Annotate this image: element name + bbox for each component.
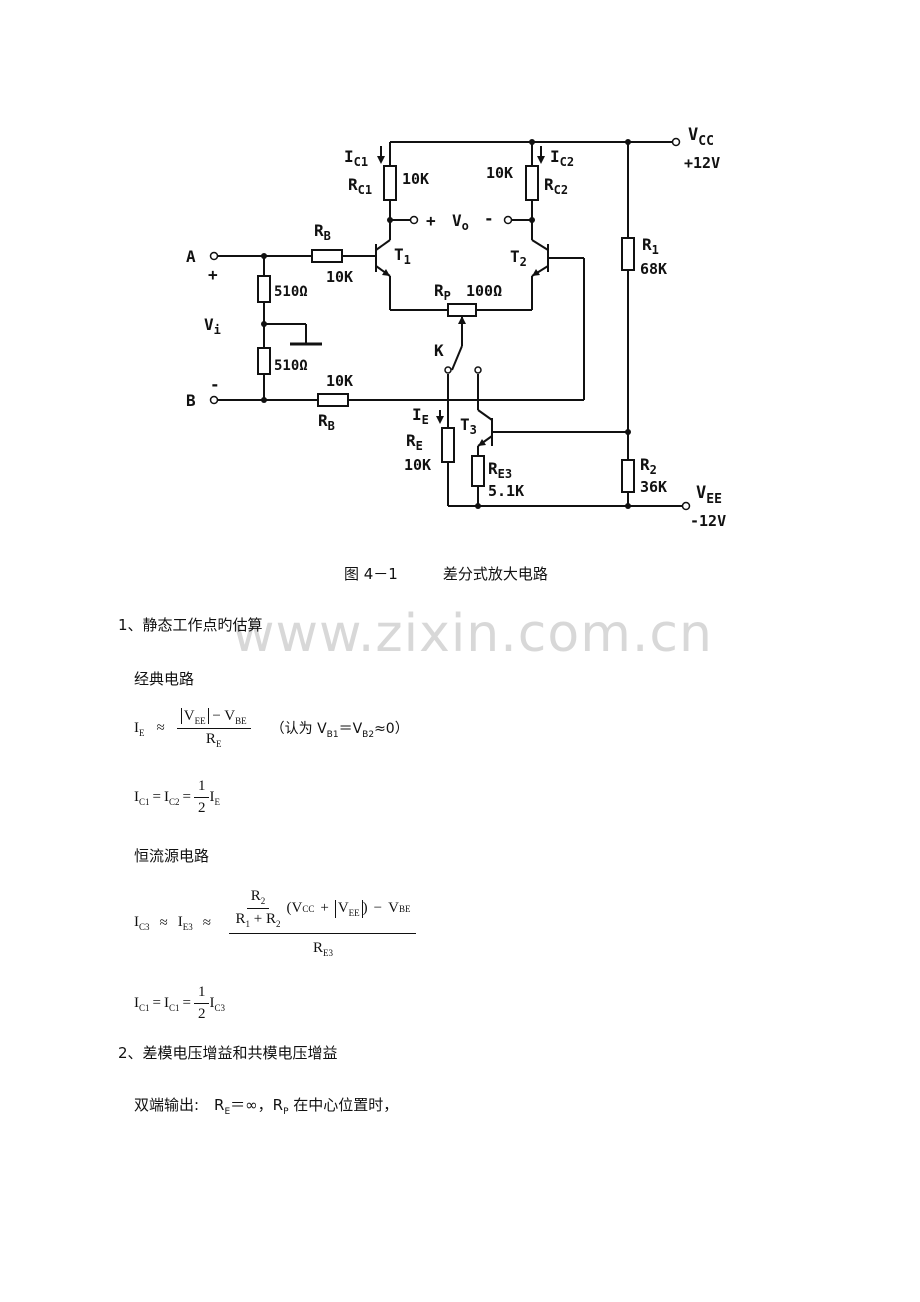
ic2-label: IC2 xyxy=(550,147,574,169)
vee-value: -12V xyxy=(690,512,726,530)
re3-label: RE3 xyxy=(488,459,512,481)
vo-minus: - xyxy=(484,209,494,228)
figure-caption: 图 4－1 差分式放大电路 xyxy=(344,565,548,583)
equation-ie-note: （认为 VB1＝VB2≈0） xyxy=(270,720,409,740)
input-minus: - xyxy=(210,375,220,394)
ic1-label: IC1 xyxy=(344,147,368,169)
vi-label: Vi xyxy=(204,315,221,337)
r1-value: 68K xyxy=(640,260,667,278)
ie-label: IE xyxy=(412,405,429,427)
section-2-title: 2、差模电压增益和共模电压增益 xyxy=(118,1044,338,1062)
watermark: www.zixin.com.cn xyxy=(232,604,713,664)
k-label: K xyxy=(434,341,444,360)
rp-value: 100Ω xyxy=(466,282,502,300)
section-1-title: 1、静态工作点旳估算 xyxy=(118,616,263,634)
node-b-label: B xyxy=(186,391,196,410)
r510-bot-value: 510Ω xyxy=(274,358,308,374)
rc1-label: RC1 xyxy=(348,175,372,197)
dual-output-condition: 双端输出: RE＝∞，RP 在中心位置时， xyxy=(134,1096,399,1117)
classic-circuit-label: 经典电路 xyxy=(134,670,195,688)
input-plus: + xyxy=(208,265,218,284)
t1-label: T1 xyxy=(394,245,411,267)
rb-bot-label: RB xyxy=(318,411,335,433)
rb-top-value: 10K xyxy=(326,268,353,286)
vo-plus: + xyxy=(426,211,436,230)
r1-label: R1 xyxy=(642,235,659,257)
circuit-diagram: VCC +12V IC1 RC1 10K IC2 10K RC2 + Vo - … xyxy=(186,125,726,530)
rb-bot-value: 10K xyxy=(326,372,353,390)
equation-ie: IE ≈ VEE − VBE RE （认为 VB1＝VB2≈0） xyxy=(134,708,409,749)
vee-label: VEE xyxy=(696,483,722,507)
vo-label: Vo xyxy=(452,211,469,233)
node-a-label: A xyxy=(186,247,196,266)
rc2-label: RC2 xyxy=(544,175,568,197)
constant-source-label: 恒流源电路 xyxy=(134,847,210,865)
t3-label: T3 xyxy=(460,415,477,437)
re-value: 10K xyxy=(404,456,431,474)
rp-label: RP xyxy=(434,281,451,303)
r2-label: R2 xyxy=(640,455,657,477)
rc2-value: 10K xyxy=(486,164,513,182)
t2-label: T2 xyxy=(510,247,527,269)
r2-value: 36K xyxy=(640,478,667,496)
rc1-value: 10K xyxy=(402,170,429,188)
re-label: RE xyxy=(406,431,423,453)
vcc-value: +12V xyxy=(684,154,720,172)
r510-top-value: 510Ω xyxy=(274,284,308,300)
vcc-label: VCC xyxy=(688,125,714,149)
re3-value: 5.1K xyxy=(488,482,524,500)
rb-top-label: RB xyxy=(314,221,331,243)
